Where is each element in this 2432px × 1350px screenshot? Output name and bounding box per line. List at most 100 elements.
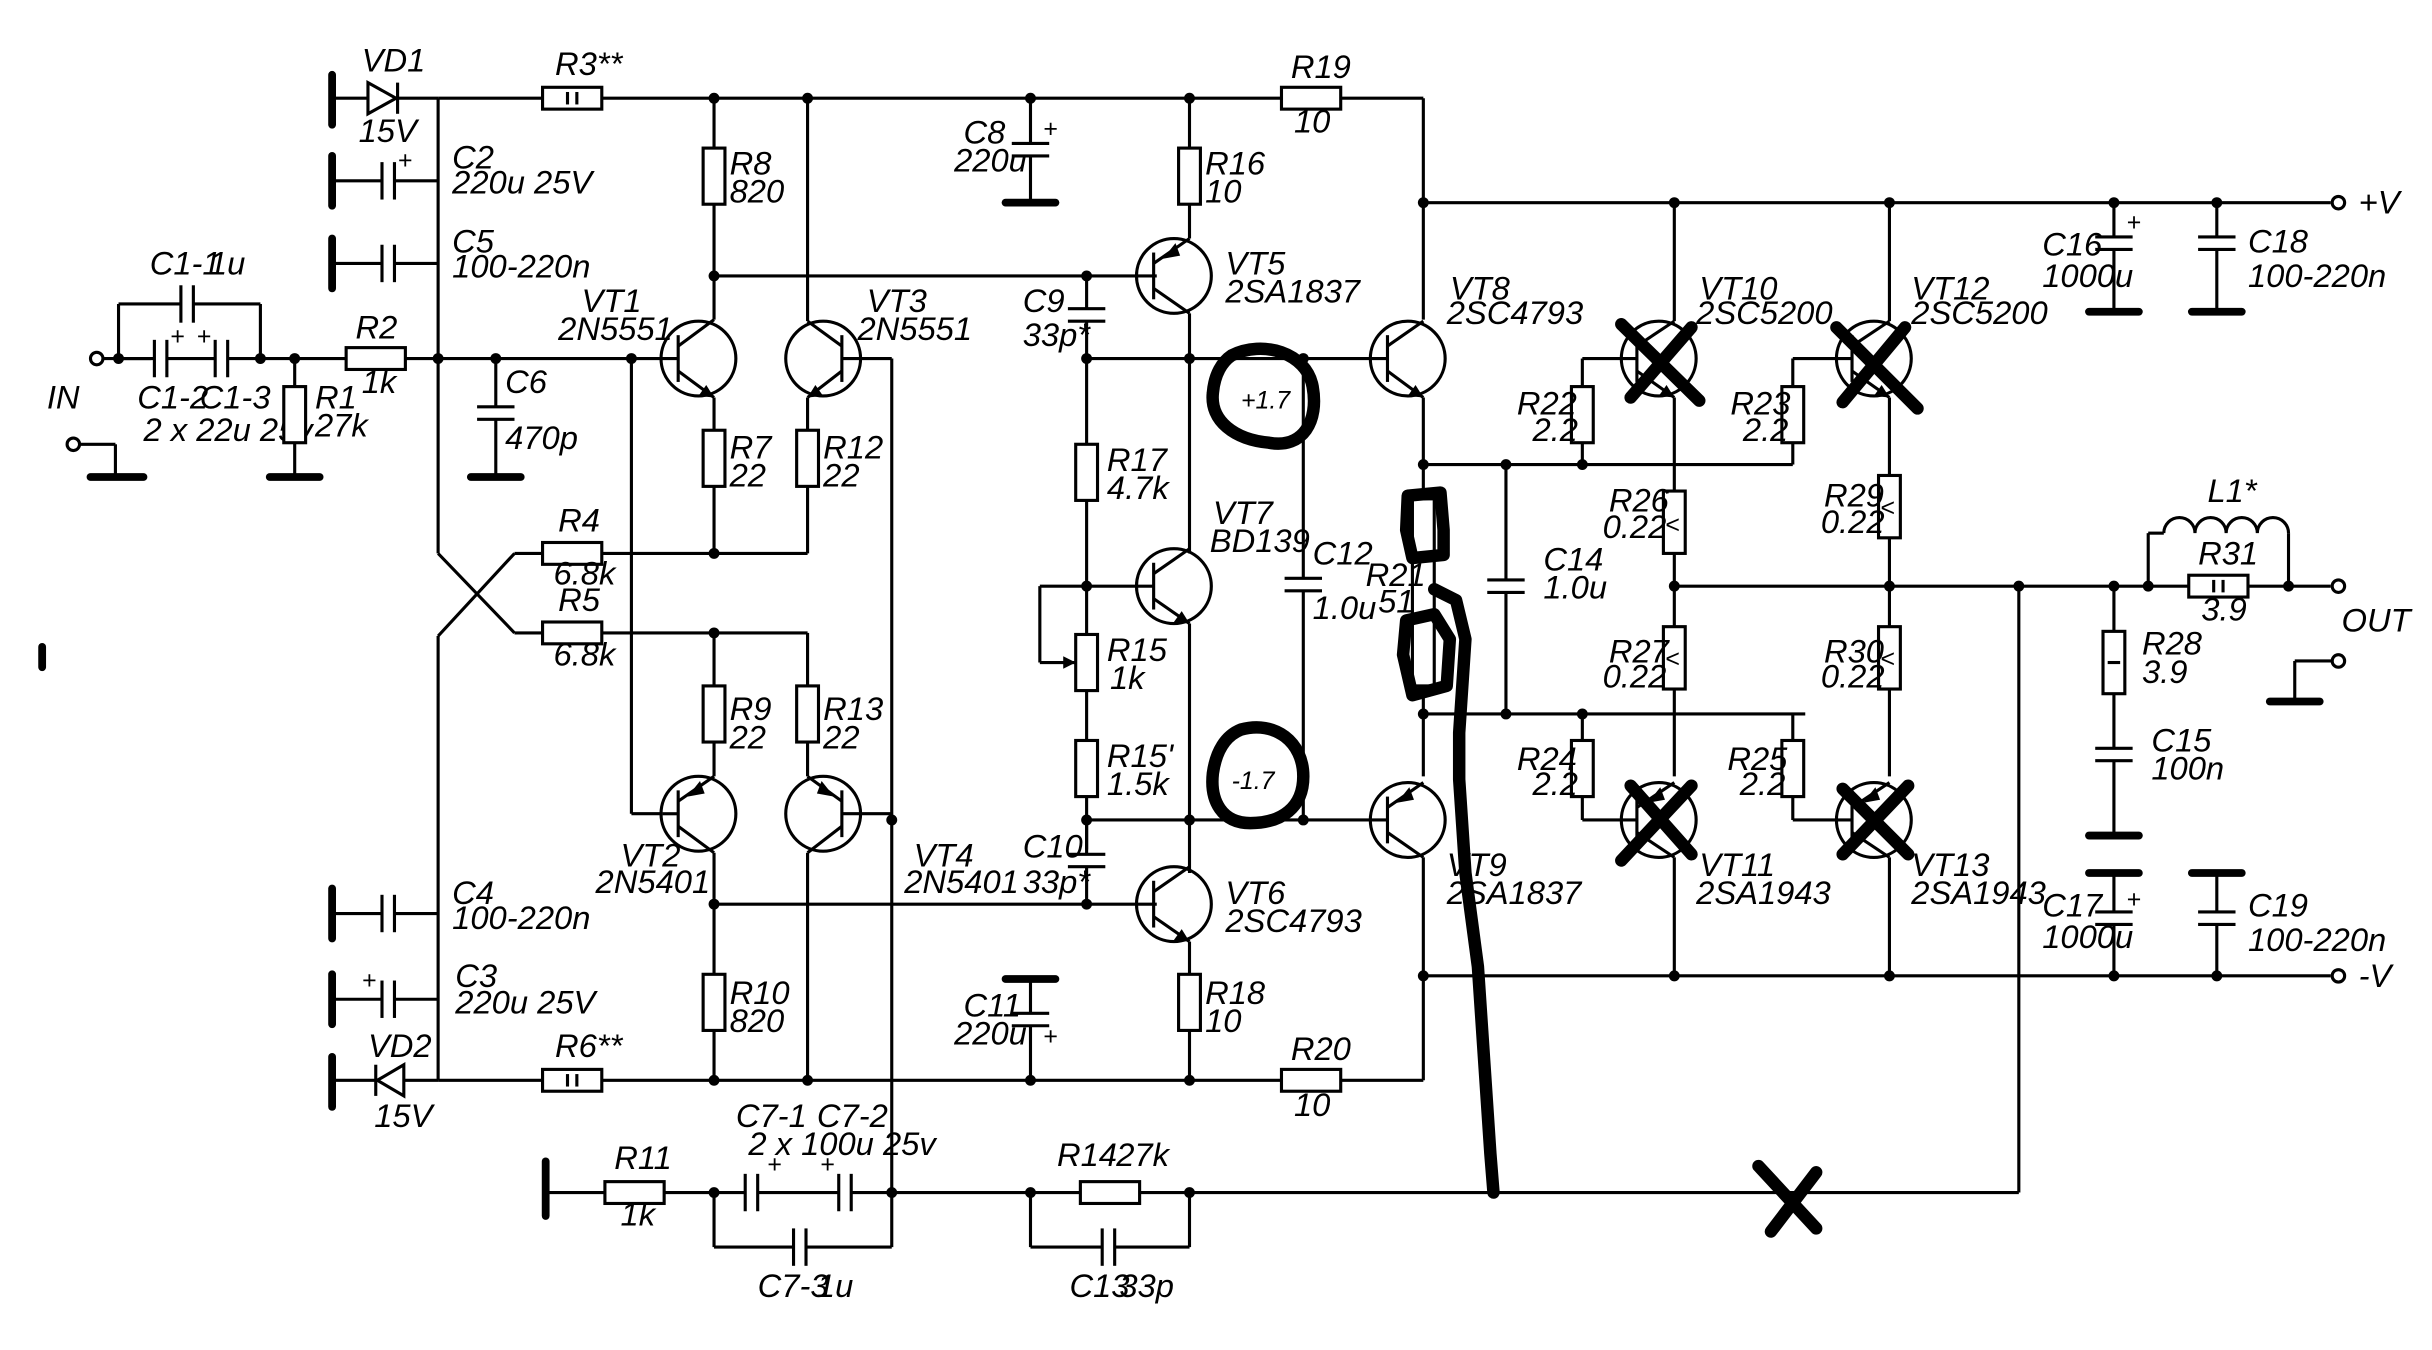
capacitor-c4: [332, 894, 439, 933]
l1-label: L1*: [2207, 472, 2257, 509]
diode-vd2: [332, 1061, 439, 1099]
c16-value: 1000u: [2042, 257, 2133, 294]
vt12-label: VT12: [1911, 269, 1989, 306]
vd2-label: VD2: [368, 1027, 432, 1064]
resistor-r8: [701, 146, 727, 206]
r21-value: 51: [1378, 583, 1414, 620]
vt2-label: VT2: [621, 837, 681, 874]
c16-label: C16: [2042, 226, 2103, 263]
r23-label: R23: [1730, 385, 1790, 422]
resistor-r19: [1279, 85, 1343, 111]
r18-value: 10: [1205, 1002, 1241, 1039]
r20-value: 10: [1294, 1086, 1330, 1123]
transistor-vt6: [1134, 865, 1213, 944]
resistor-r9: [701, 684, 727, 744]
c1-1-value: 1u: [209, 244, 245, 281]
r1-value: 27k: [314, 406, 369, 443]
r15-value: 1k: [1110, 659, 1146, 696]
c3-value: 220u 25V: [454, 983, 598, 1020]
c17-value: 1000u: [2042, 918, 2133, 955]
transistor-vt5: [1134, 236, 1213, 315]
vt1-type: 2N5551: [557, 310, 673, 347]
c13-label: C13: [1069, 1267, 1129, 1304]
svg-text:+: +: [820, 1150, 835, 1178]
r11-value: 1k: [621, 1195, 657, 1232]
c14-label: C14: [1543, 541, 1603, 578]
r7-value: 22: [729, 456, 766, 493]
r17-label: R17: [1107, 441, 1169, 478]
potentiometer-r15: [1074, 632, 1100, 693]
r19-label: R19: [1291, 48, 1351, 85]
vminus-terminal: [2330, 968, 2347, 984]
svg-text:<: <: [1665, 511, 1680, 539]
svg-text:+: +: [2126, 885, 2141, 913]
resistor-r18: [1177, 972, 1202, 1032]
svg-text:+: +: [196, 323, 211, 351]
c1-2-label: C1-2: [137, 378, 208, 415]
vt7-type: BD139: [1210, 522, 1310, 559]
r31-value: 3.9: [2201, 590, 2246, 627]
r2-value: 1k: [362, 363, 398, 400]
c8-label: C8: [963, 113, 1005, 150]
r29-value: 0.22: [1821, 503, 1885, 540]
vt13-type: 2SA1943: [1910, 874, 2046, 911]
transistor-vt8: [1368, 319, 1447, 399]
c12-label: C12: [1313, 534, 1373, 571]
resistor-r7: [701, 428, 727, 488]
in-terminal: [88, 350, 105, 367]
r27-label: R27: [1609, 633, 1671, 670]
hand-drawn-r21-outline-top: [1399, 486, 1450, 565]
vt3-label: VT3: [867, 282, 927, 319]
r14-value: 27k: [1115, 1136, 1170, 1173]
svg-text:<: <: [1665, 645, 1680, 673]
resistor-r14: [1078, 1180, 1142, 1206]
transistor-vt2: [659, 774, 738, 854]
resistor-r10: [701, 972, 727, 1032]
r26-value: 0.22: [1603, 508, 1667, 545]
c18-label: C18: [2248, 223, 2308, 260]
c12-value: 1.0u: [1313, 589, 1377, 626]
c6-value: 470p: [505, 419, 578, 456]
resistor-r12: [795, 428, 821, 488]
c19-value: 100-220n: [2248, 921, 2386, 958]
c15-value: 100n: [2151, 749, 2224, 786]
r10-value: 820: [730, 1002, 785, 1039]
r24-value: 2.2: [1531, 765, 1577, 802]
out-ground-terminal: [2330, 653, 2347, 669]
r9-label: R9: [730, 690, 772, 727]
r29-label: R29: [1824, 477, 1884, 514]
transistor-vt7: [1086, 547, 1213, 626]
r6-label: R6**: [555, 1027, 624, 1064]
c2-value: 220u 25V: [451, 163, 595, 200]
r18-label: R18: [1205, 974, 1265, 1011]
resistor-r16: [1177, 146, 1202, 206]
vt1-label: VT1: [582, 282, 642, 319]
c5-label: C5: [452, 223, 495, 260]
r16-value: 10: [1205, 173, 1241, 210]
c10-label: C10: [1023, 827, 1083, 864]
c4-label: C4: [452, 874, 494, 911]
resistor-r24: [1569, 738, 1595, 799]
vt12-type: 2SC5200: [1910, 294, 2047, 331]
r3-label: R3**: [555, 45, 624, 82]
vt11-label: VT11: [1699, 846, 1775, 883]
resistor-r13: [795, 684, 821, 744]
r16-label: R16: [1205, 145, 1266, 182]
vt9-label: VT9: [1447, 846, 1507, 883]
c11-value: 220u: [953, 1014, 1027, 1051]
c3-label: C3: [455, 957, 497, 994]
r15p-value: 1.5k: [1107, 765, 1170, 802]
vt7-label: VT7: [1213, 494, 1275, 531]
hand-drawn-r21-outline-bottom: [1396, 607, 1457, 702]
r12-label: R12: [823, 428, 883, 465]
vt5-label: VT5: [1225, 244, 1286, 281]
capacitor-c7: + +: [712, 1150, 894, 1266]
c8-value: 220u: [953, 141, 1027, 178]
c1-1-label: C1-1: [150, 244, 221, 281]
r11-label: R11: [614, 1139, 672, 1176]
resistor-r17: [1074, 442, 1100, 502]
in-label: IN: [47, 378, 80, 415]
out-terminal: [2330, 578, 2347, 594]
svg-text:+: +: [2126, 209, 2141, 237]
